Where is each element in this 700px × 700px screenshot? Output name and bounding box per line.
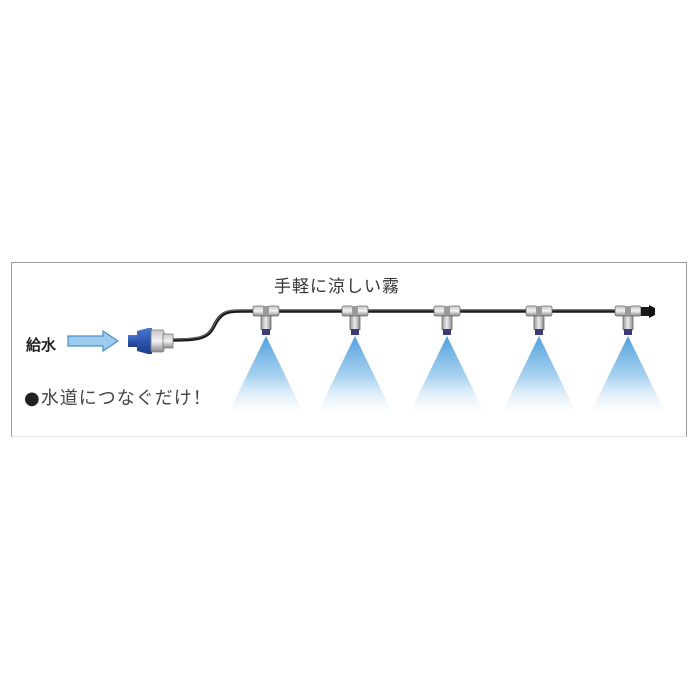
bullet-icon: ●: [24, 388, 41, 409]
supply-arrow-icon: [67, 329, 120, 353]
nozzle-icon: [433, 305, 461, 335]
hose-pipe: [171, 309, 648, 342]
nozzle-icon: [525, 305, 553, 335]
mist-sprays: [230, 336, 664, 410]
nozzle-icon: [341, 305, 369, 335]
nozzle-icon: [614, 305, 642, 335]
feature-note: ●水道につなぐだけ！: [24, 384, 212, 410]
end-cap-icon: [641, 305, 655, 318]
nozzle-icon: [252, 305, 280, 335]
faucet-connector-icon: [128, 328, 174, 354]
feature-note-text: 水道につなぐだけ！: [40, 388, 212, 409]
diagram-title: 手軽に涼しい霧: [274, 277, 400, 297]
water-supply-label: 給水: [26, 336, 57, 354]
nozzle-fittings: [252, 305, 642, 335]
